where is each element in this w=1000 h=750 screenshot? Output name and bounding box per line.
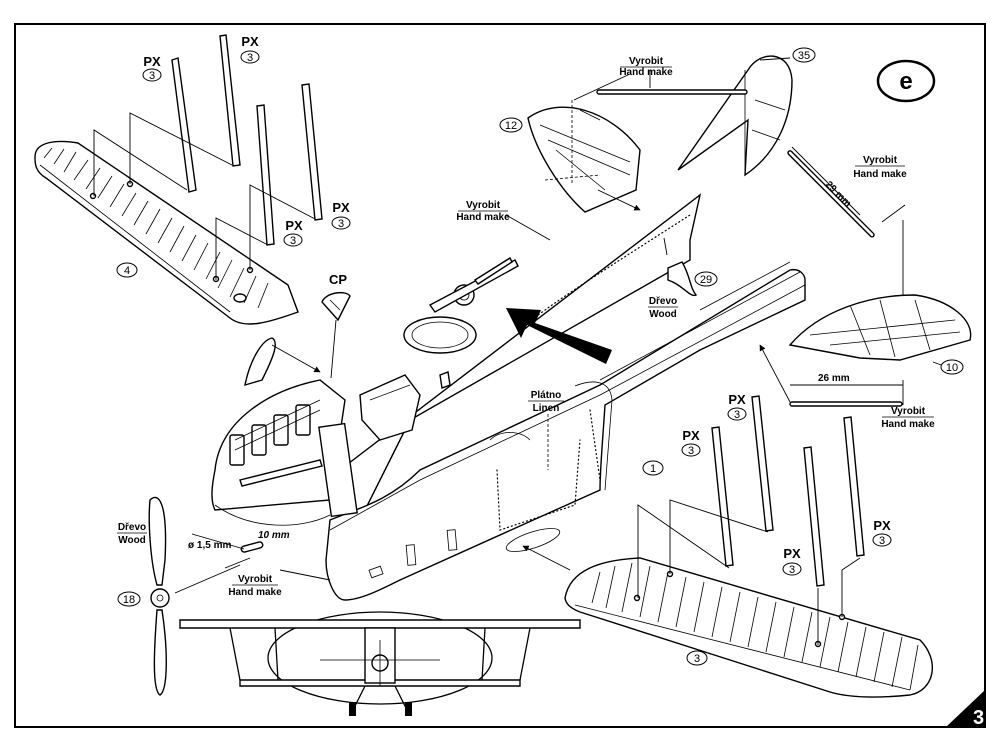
tail-skid-wood-label: Dřevo Wood [648, 296, 678, 320]
propeller [148, 496, 241, 696]
lower-wing-struts [637, 395, 865, 645]
part-callout-29: 29 [694, 271, 718, 287]
svg-text:3: 3 [789, 564, 795, 576]
svg-text:Hand make: Hand make [456, 212, 510, 223]
svg-text:3: 3 [734, 409, 740, 421]
svg-text:10 mm: 10 mm [258, 530, 290, 541]
fuselage [325, 193, 806, 601]
px-label-6: PX 3 [727, 392, 747, 421]
svg-text:10: 10 [946, 362, 958, 374]
px-label-2: PX 3 [240, 34, 260, 64]
svg-text:PX: PX [783, 546, 801, 561]
part-callout-35: 35 [792, 47, 816, 63]
part-callout-1: 1 [642, 460, 664, 476]
step-marker: e [876, 59, 936, 103]
svg-text:3: 3 [688, 445, 694, 457]
tail-strut-26mm: 26 mm [759, 344, 904, 407]
svg-text:Hand make: Hand make [619, 67, 673, 78]
tail-skid [663, 237, 698, 297]
px-label-5: PX 3 [681, 428, 701, 457]
windscreen-cp: CP [321, 272, 351, 379]
linen-label: Plátno Linen [528, 390, 564, 470]
top-hand-make-label: Vyrobit Hand make [619, 56, 673, 78]
front-view-aircraft [179, 611, 581, 716]
svg-text:29: 29 [700, 274, 712, 286]
svg-text:Hand make: Hand make [228, 587, 282, 598]
page-number: 3 [973, 707, 984, 729]
svg-text:PX: PX [332, 200, 350, 215]
svg-text:Plátno: Plátno [531, 390, 562, 401]
step-letter: e [899, 68, 912, 95]
tailplane-left [527, 73, 641, 213]
svg-text:Hand make: Hand make [881, 419, 935, 430]
sheet-frame [14, 23, 986, 728]
svg-text:CP: CP [329, 272, 347, 287]
part-callout-10: 10 [940, 359, 964, 375]
svg-text:29 mm: 29 mm [823, 179, 853, 209]
page-number-corner: 3 [946, 690, 985, 729]
svg-text:Vyrobit: Vyrobit [238, 574, 273, 585]
svg-text:3: 3 [694, 653, 700, 665]
propeller-wood-label: Dřevo Wood [117, 522, 147, 546]
svg-text:3: 3 [247, 52, 253, 64]
cockpit [359, 256, 519, 441]
svg-text:12: 12 [505, 120, 517, 132]
fin-strut-top [596, 70, 748, 95]
svg-text:Wood: Wood [649, 309, 677, 320]
right-upper-hand-make-label: Vyrobit Hand make [853, 155, 907, 180]
lower-hand-make-label: Vyrobit Hand make [881, 406, 935, 430]
part-callout-3: 3 [686, 650, 708, 666]
svg-text:1: 1 [650, 463, 656, 475]
svg-text:18: 18 [123, 594, 135, 606]
px-label-3: PX 3 [283, 218, 303, 247]
svg-text:26 mm: 26 mm [818, 373, 850, 384]
svg-text:4: 4 [124, 265, 130, 277]
svg-text:Dřevo: Dřevo [649, 296, 677, 307]
svg-text:Hand make: Hand make [853, 169, 907, 180]
svg-text:PX: PX [241, 34, 259, 49]
part-callout-4: 4 [116, 262, 138, 278]
px-label-1: PX 3 [142, 54, 162, 82]
svg-text:PX: PX [728, 392, 746, 407]
svg-text:3: 3 [290, 235, 296, 247]
px-label-4: PX 3 [331, 200, 351, 230]
exhaust-hand-make-label: Vyrobit Hand make [228, 569, 331, 598]
lower-wing [564, 557, 934, 698]
svg-text:PX: PX [873, 518, 891, 533]
engine [211, 337, 358, 526]
upper-wing [34, 140, 299, 325]
part-callout-12: 12 [499, 117, 523, 133]
px-label-7: PX 3 [782, 546, 802, 576]
tailplane-right [788, 294, 972, 371]
svg-text:Linen: Linen [533, 403, 560, 414]
direction-arrow [506, 308, 612, 364]
svg-text:3: 3 [338, 218, 344, 230]
svg-text:PX: PX [285, 218, 303, 233]
svg-text:3: 3 [149, 70, 155, 82]
svg-text:Dřevo: Dřevo [118, 522, 146, 533]
svg-text:Vyrobit: Vyrobit [466, 200, 501, 211]
svg-text:35: 35 [798, 50, 810, 62]
svg-text:Vyrobit: Vyrobit [863, 155, 898, 166]
svg-text:ø 1,5 mm: ø 1,5 mm [188, 540, 231, 551]
svg-text:Vyrobit: Vyrobit [891, 406, 926, 417]
exhaust-pipe: 10 mm ø 1,5 mm [188, 530, 290, 569]
svg-text:Wood: Wood [118, 535, 146, 546]
svg-text:PX: PX [143, 54, 161, 69]
upper-wing-struts [93, 34, 323, 280]
px-label-8: PX 3 [872, 518, 892, 547]
fin [677, 55, 793, 177]
part-callout-18: 18 [117, 591, 141, 607]
mid-hand-make-label: Vyrobit Hand make [456, 200, 551, 241]
svg-text:Vyrobit: Vyrobit [629, 56, 664, 67]
svg-text:PX: PX [682, 428, 700, 443]
svg-text:3: 3 [879, 535, 885, 547]
